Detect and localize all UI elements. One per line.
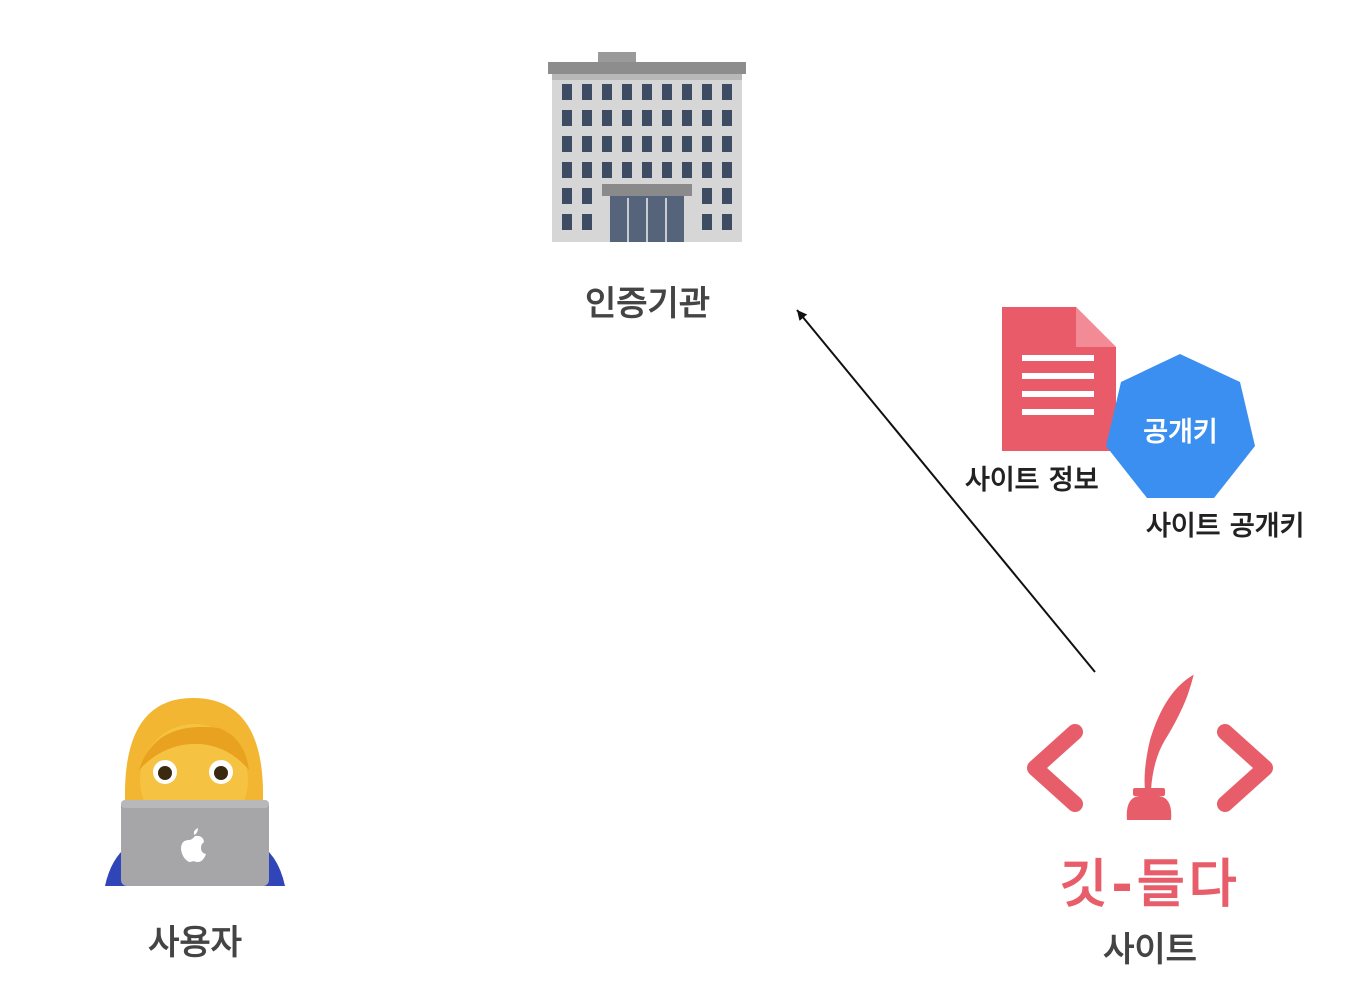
public-key-heptagon-icon — [1106, 354, 1255, 498]
office-building-icon — [548, 52, 746, 242]
user-label: 사용자 — [148, 923, 242, 963]
authority-label: 인증기관 — [584, 284, 711, 324]
site-node: 깃-들다 사이트 — [1015, 670, 1285, 970]
site-info-label: 사이트 정보 — [965, 465, 1099, 496]
authority-node: 인증기관 — [540, 48, 755, 328]
quill-code-logo-icon — [1027, 673, 1273, 820]
public-key-text: 공개키 — [1143, 417, 1218, 448]
public-key-label: 사이트 공개키 — [1146, 511, 1305, 542]
woman-technologist-icon — [105, 698, 285, 886]
site-label: 사이트 — [1103, 930, 1197, 970]
user-node: 사용자 — [95, 690, 295, 970]
site-info-document — [1000, 305, 1120, 455]
document-icon — [1002, 307, 1116, 451]
public-key-badge: 공개키 — [1103, 352, 1258, 502]
site-logo-text: 깃-들다 — [1059, 855, 1241, 915]
